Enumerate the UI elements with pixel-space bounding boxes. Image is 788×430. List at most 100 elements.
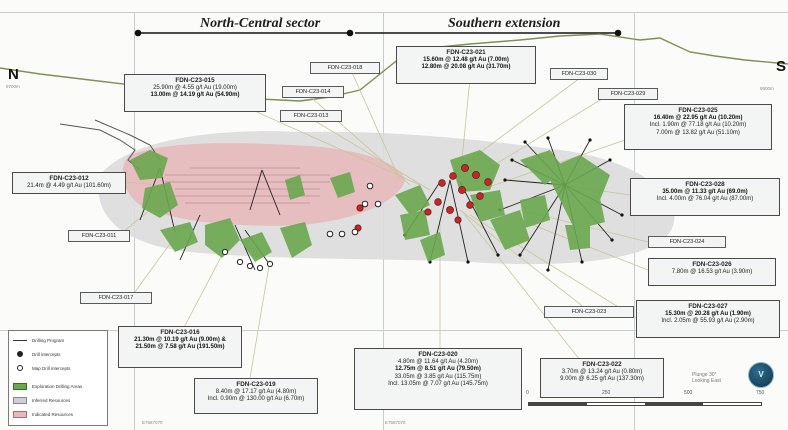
legend-item-exploration-areas: Exploration Drilling Areas	[13, 381, 82, 391]
callout-fdn-c23-025: FDN-C23-025 16.40m @ 22.95 g/t Au (10.20…	[624, 104, 772, 150]
scale-tick-0: 0	[526, 390, 529, 396]
legend-label: Map Drill intercepts	[32, 365, 71, 371]
sector-bars	[134, 29, 622, 37]
coord-y1: 9700m	[6, 84, 20, 89]
pink-swatch-icon	[13, 410, 27, 418]
intercept-1: 15.30m @ 20.28 g/t Au (1.90m)	[665, 310, 751, 317]
legend-label: Indicated Resources	[32, 411, 74, 417]
topography-line	[0, 33, 788, 102]
tag-fdn-c23-014: FDN-C23-014	[282, 86, 344, 98]
intercept-4: Incl. 13.05m @ 7.07 g/t Au (145.75m)	[388, 381, 488, 388]
intercept-2: Incl. 2.05m @ 55.93 g/t Au (2.90m)	[661, 318, 755, 325]
callout-fdn-c23-020: FDN-C23-020 4.80m @ 11.64 g/t Au (4.20m)…	[354, 348, 522, 410]
coord-x2: E7587070	[385, 420, 406, 425]
callout-fdn-c23-021: FDN-C23-021 15.60m @ 12.48 g/t Au (7.00m…	[396, 46, 536, 84]
scale-tick-750: 750	[756, 390, 765, 396]
hole-id: FDN-C23-015	[175, 77, 215, 84]
tag-fdn-c23-017: FDN-C23-017	[80, 292, 152, 304]
callout-fdn-c23-026: FDN-C23-026 7.80m @ 16.53 g/t Au (3.90m)	[648, 258, 776, 286]
looking-text: Looking East	[692, 378, 721, 384]
high-grade-intercepts	[354, 164, 492, 232]
callout-fdn-c23-015: FDN-C23-015 25.90m @ 4.55 g/t Au (19.00m…	[124, 74, 266, 112]
scale-tick-250: 250	[602, 390, 611, 396]
green-swatch-icon	[13, 382, 27, 390]
scale-tick-500: 500	[684, 390, 693, 396]
intercept-1: 3.70m @ 13.24 g/t Au (0.80m)	[561, 368, 643, 375]
intercept-2: 12.75m @ 8.51 g/t Au (79.50m)	[395, 366, 481, 373]
legend-item-drill-intercepts: Drill intercepts	[13, 349, 61, 359]
intercept-1: 4.80m @ 11.64 g/t Au (4.20m)	[397, 358, 479, 365]
view-orientation-text: Plunge 30° Looking East	[692, 372, 721, 384]
hole-id: FDN-C23-012	[49, 175, 89, 182]
intercept-1: 16.40m @ 22.95 g/t Au (10.20m)	[653, 114, 743, 121]
tag-fdn-c23-013: FDN-C23-013	[280, 110, 342, 122]
intercept-1: 21.30m @ 10.19 g/t Au (9.00m) &	[134, 336, 226, 343]
tag-fdn-c23-029: FDN-C23-029	[598, 88, 658, 100]
hole-id: FDN-C23-019	[236, 381, 276, 388]
legend-item-map-drill-intercepts: Map Drill intercepts	[13, 363, 71, 373]
dot-symbol-icon	[17, 351, 23, 357]
grid-line-mid	[0, 330, 788, 331]
plunge-text: Plunge 30°	[692, 372, 717, 378]
intercept-2: 9.00m @ 6.25 g/t Au (137.30m)	[560, 376, 644, 383]
legend-label: Inferred Resources	[32, 397, 71, 403]
intercept-2: Incl. 0.90m @ 130.00 g/t Au (6.70m)	[207, 396, 305, 403]
legend-label: Exploration Drilling Areas	[32, 383, 83, 389]
grid-line-top	[0, 12, 788, 13]
intercept-1: 25.90m @ 4.55 g/t Au (19.00m)	[153, 84, 237, 91]
intercept-3: 33.05m @ 3.85 g/t Au (115.75m)	[394, 373, 482, 380]
tag-fdn-c23-023: FDN-C23-023	[544, 306, 634, 318]
callout-fdn-c23-027: FDN-C23-027 15.30m @ 20.28 g/t Au (1.90m…	[636, 300, 780, 338]
leader-lines	[117, 67, 649, 379]
intercept-1: 8.40m @ 17.17 g/t Au (4.80m)	[215, 388, 297, 395]
exploration-drilling-areas	[130, 150, 610, 262]
legend-item-drilling-program: Drilling Program	[13, 335, 64, 345]
intercept-1: 7.80m @ 16.53 g/t Au (3.90m)	[671, 268, 753, 275]
north-central-sector-label: North-Central sector	[200, 16, 321, 31]
hole-id: FDN-C23-022	[582, 361, 622, 368]
coord-y2: 9500m	[760, 86, 774, 91]
intercept-1: 21.4m @ 4.49 g/t Au (101.60m)	[27, 182, 111, 189]
legend-item-indicated: Indicated Resources	[13, 409, 73, 419]
hole-id: FDN-C23-021	[446, 49, 486, 56]
inferred-resources	[122, 143, 405, 226]
intercept-2: Incl. 4.00m @ 76.04 g/t Au (87.00m)	[656, 196, 754, 203]
callout-fdn-c23-019: FDN-C23-019 8.40m @ 17.17 g/t Au (4.80m)…	[194, 378, 318, 414]
intercept-3: 7.00m @ 13.82 g/t Au (51.10m)	[656, 129, 740, 136]
intercept-1: 15.60m @ 12.48 g/t Au (7.00m)	[423, 56, 509, 63]
scale-bar	[528, 402, 762, 406]
callout-fdn-c23-028: FDN-C23-028 35.00m @ 11.33 g/t Au (69.0m…	[630, 178, 780, 216]
south-label: S	[776, 58, 787, 75]
southern-extension-label: Southern extension	[448, 16, 561, 31]
map-legend: Drilling Program Drill intercepts Map Dr…	[8, 330, 108, 426]
hole-id: FDN-C23-020	[418, 351, 458, 358]
ring-symbol-icon	[17, 365, 23, 371]
callout-fdn-c23-022: FDN-C23-022 3.70m @ 13.24 g/t Au (0.80m)…	[540, 358, 664, 398]
intercept-2: 13.00m @ 14.19 g/t Au (54.90m)	[150, 92, 240, 99]
coord-x1: E7587070	[142, 420, 163, 425]
line-symbol-icon	[13, 339, 27, 341]
callout-fdn-c23-016: FDN-C23-016 21.30m @ 10.19 g/t Au (9.00m…	[118, 326, 242, 368]
hole-id: FDN-C23-025	[678, 107, 718, 114]
indicated-resources-hatch	[165, 167, 330, 204]
drill-intercepts	[221, 182, 382, 272]
legend-item-inferred: Inferred Resources	[13, 395, 70, 405]
intercept-2: 12.80m @ 20.08 g/t Au (31.70m)	[421, 64, 511, 71]
tag-fdn-c23-011: FDN-C23-011	[68, 230, 130, 242]
intercept-2: 21.50m @ 7.58 g/t Au (191.50m)	[135, 344, 225, 351]
company-logo-icon: V	[748, 362, 774, 388]
legend-label: Drill intercepts	[32, 351, 61, 357]
tag-fdn-c23-030: FDN-C23-030	[550, 68, 608, 80]
legend-label: Drilling Program	[32, 337, 65, 343]
tag-fdn-c23-024: FDN-C23-024	[648, 236, 726, 248]
tag-fdn-c23-018: FDN-C23-018	[310, 62, 380, 74]
intercept-2: Incl. 1.90m @ 77.18 g/t Au (10.20m)	[649, 122, 747, 129]
hole-id: FDN-C23-027	[688, 303, 728, 310]
callout-fdn-c23-012: FDN-C23-012 21.4m @ 4.49 g/t Au (101.60m…	[12, 172, 126, 194]
hole-id: FDN-C23-026	[692, 261, 732, 268]
north-label: N	[8, 66, 19, 83]
hole-id: FDN-C23-028	[685, 181, 725, 188]
grey-swatch-icon	[13, 396, 27, 404]
